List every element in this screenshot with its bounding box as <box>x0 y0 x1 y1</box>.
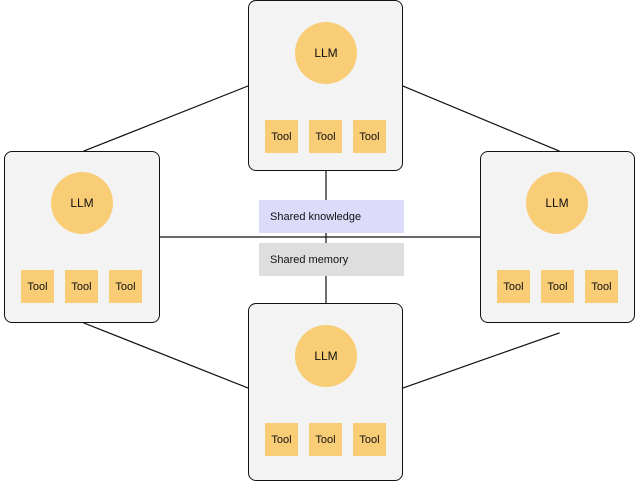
tool-box: Tool <box>109 270 142 303</box>
tool-box: Tool <box>353 423 386 456</box>
llm-circle: LLM <box>51 172 113 234</box>
tool-box: Tool <box>21 270 54 303</box>
shared-knowledge-box: Shared knowledge <box>259 200 404 233</box>
llm-circle: LLM <box>295 22 357 84</box>
tool-row: Tool Tool Tool <box>265 423 386 456</box>
llm-circle: LLM <box>295 325 357 387</box>
top-left-connection-line <box>83 85 249 152</box>
left-bottom-connection-line <box>83 322 249 389</box>
tool-box: Tool <box>265 120 298 153</box>
tool-box: Tool <box>309 120 342 153</box>
tool-box: Tool <box>353 120 386 153</box>
tool-row: Tool Tool Tool <box>21 270 142 303</box>
llm-circle: LLM <box>526 172 588 234</box>
tool-box: Tool <box>541 270 574 303</box>
tool-box: Tool <box>309 423 342 456</box>
right-bottom-connection-line <box>402 332 560 389</box>
agent-right: LLM Tool Tool Tool <box>480 151 635 323</box>
tool-box: Tool <box>585 270 618 303</box>
agent-left: LLM Tool Tool Tool <box>4 151 160 323</box>
tool-row: Tool Tool Tool <box>265 120 386 153</box>
tool-row: Tool Tool Tool <box>497 270 618 303</box>
top-right-connection-line <box>402 85 560 152</box>
shared-memory-box: Shared memory <box>259 243 404 276</box>
agent-top: LLM Tool Tool Tool <box>248 0 403 171</box>
agent-bottom: LLM Tool Tool Tool <box>248 303 403 481</box>
tool-box: Tool <box>65 270 98 303</box>
tool-box: Tool <box>265 423 298 456</box>
tool-box: Tool <box>497 270 530 303</box>
